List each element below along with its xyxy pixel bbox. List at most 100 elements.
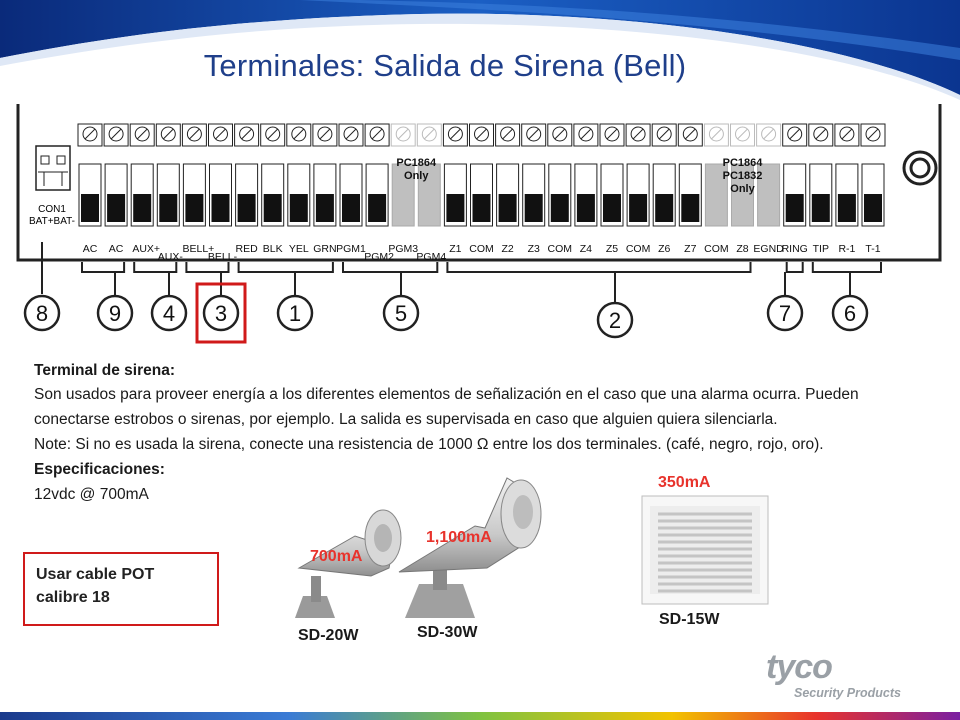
terminal-label: Z7 xyxy=(684,243,696,255)
siren-illustrations xyxy=(295,477,542,618)
terminal-block xyxy=(808,123,834,227)
con1-sub-label: BAT+BAT- xyxy=(29,216,75,227)
svg-text:7: 7 xyxy=(779,301,791,326)
group-number-8: 8 xyxy=(23,294,61,332)
terminal-label: COM xyxy=(548,243,573,255)
terminal-label: AC xyxy=(109,243,124,255)
terminal-label: Z5 xyxy=(606,243,618,255)
terminal-label: PGM1 xyxy=(336,243,366,255)
svg-text:9: 9 xyxy=(109,301,121,326)
terminal-label: Z6 xyxy=(658,243,670,255)
cable-note-line-1: Usar cable POT xyxy=(36,566,155,583)
con1-label: CON1 xyxy=(38,204,66,215)
terminal-block xyxy=(599,123,625,227)
svg-text:1: 1 xyxy=(289,301,301,326)
terminal-block xyxy=(495,123,521,227)
tyco-logo-tagline: Security Products xyxy=(794,686,901,700)
cable-note-line-2: calibre 18 xyxy=(36,589,110,606)
specifications-value: 12vdc @ 700mA xyxy=(34,486,149,503)
terminal-label: RING xyxy=(782,243,808,255)
group-number-4: 4 xyxy=(150,294,188,332)
terminal-block xyxy=(103,123,129,227)
svg-text:3: 3 xyxy=(215,301,227,326)
terminal-label: Z4 xyxy=(580,243,592,255)
svg-text:5: 5 xyxy=(395,301,407,326)
group-bracket xyxy=(133,262,178,273)
board-outline xyxy=(16,104,942,262)
group-number-9: 9 xyxy=(96,294,134,332)
group-bracket xyxy=(185,262,230,273)
svg-text:4: 4 xyxy=(163,301,175,326)
terminal-label: Z2 xyxy=(501,243,513,255)
svg-text:2: 2 xyxy=(609,308,621,333)
svg-text:8: 8 xyxy=(36,301,48,326)
header-swoosh xyxy=(0,0,960,100)
specifications-heading: Especificaciones: xyxy=(34,461,165,478)
sd-30w-current: 1,100mA xyxy=(426,529,492,546)
terminal-block xyxy=(730,123,755,227)
tyco-logo-brand: tyco xyxy=(766,648,833,686)
terminal-label: BELL+ xyxy=(182,243,214,255)
terminal-label: COM xyxy=(704,243,729,255)
terminal-label: Z3 xyxy=(528,243,540,255)
terminal-label: BLK xyxy=(263,243,283,255)
terminal-label: COM xyxy=(626,243,651,255)
highlight-box xyxy=(195,282,247,344)
terminal-label: AUX+ xyxy=(132,243,160,255)
terminal-block xyxy=(573,123,599,227)
svg-text:Only: Only xyxy=(730,183,755,195)
con1-connector: CON1 BAT+BAT- xyxy=(29,145,75,227)
terminal-label: AC xyxy=(83,243,98,255)
terminal-block xyxy=(782,123,808,227)
terminal-label: BELL- xyxy=(208,251,238,263)
sd-20w-siren-image xyxy=(295,509,402,618)
group-bracket xyxy=(446,262,752,273)
sd-30w-siren-image xyxy=(398,477,542,618)
terminal-block xyxy=(312,123,338,227)
terminal-label: EGND xyxy=(753,243,784,255)
slide-title: Terminales: Salida de Sirena (Bell) xyxy=(203,48,687,83)
terminal-block xyxy=(77,123,103,227)
terminal-block xyxy=(416,123,442,227)
description-line-2: conectarse estrobos o sirenas, por ejemp… xyxy=(34,411,778,428)
terminal-block xyxy=(677,123,703,227)
terminal-label: PGM2 xyxy=(364,251,394,263)
terminal-block xyxy=(338,123,364,227)
terminal-block xyxy=(651,123,677,227)
group-number-3: 3 xyxy=(195,282,247,344)
bell-jack xyxy=(902,150,938,186)
terminal-block xyxy=(834,123,860,227)
terminal-label: YEL xyxy=(289,243,309,255)
group-bracket xyxy=(237,262,334,273)
group-number-2: 2 xyxy=(596,301,634,339)
terminal-block xyxy=(155,123,181,227)
description-line-1: Son usados para proveer energía a los di… xyxy=(34,386,859,403)
terminal-block xyxy=(756,123,782,227)
terminal-block xyxy=(521,123,547,227)
bottom-color-bar xyxy=(0,712,960,720)
terminal-block xyxy=(442,123,468,227)
group-bracket xyxy=(342,262,439,273)
group-bracket xyxy=(785,262,804,273)
sd-20w-model: SD-20W xyxy=(298,627,359,644)
terminal-label: T-1 xyxy=(865,243,880,255)
terminal-block xyxy=(129,123,155,227)
terminal-label: GRN xyxy=(313,243,336,255)
sd-20w-current: 700mA xyxy=(310,548,363,565)
cable-note-box: Usar cable POT calibre 18 xyxy=(23,552,219,626)
svg-text:6: 6 xyxy=(844,301,856,326)
terminal-block xyxy=(860,123,886,227)
description-note: Note: Si no es usada la sirena, conecte … xyxy=(34,436,824,453)
group-number-1: 1 xyxy=(276,294,314,332)
sd-15w-current: 350mA xyxy=(658,474,711,491)
terminal-label: Z8 xyxy=(736,243,748,255)
terminal-label: TIP xyxy=(813,243,829,255)
terminal-block xyxy=(469,123,494,227)
terminal-block xyxy=(286,123,312,227)
sd-15w-strobe-image xyxy=(641,495,769,605)
terminal-label: AUX- xyxy=(158,251,184,263)
tyco-logo: tyco Security Products xyxy=(760,648,920,708)
